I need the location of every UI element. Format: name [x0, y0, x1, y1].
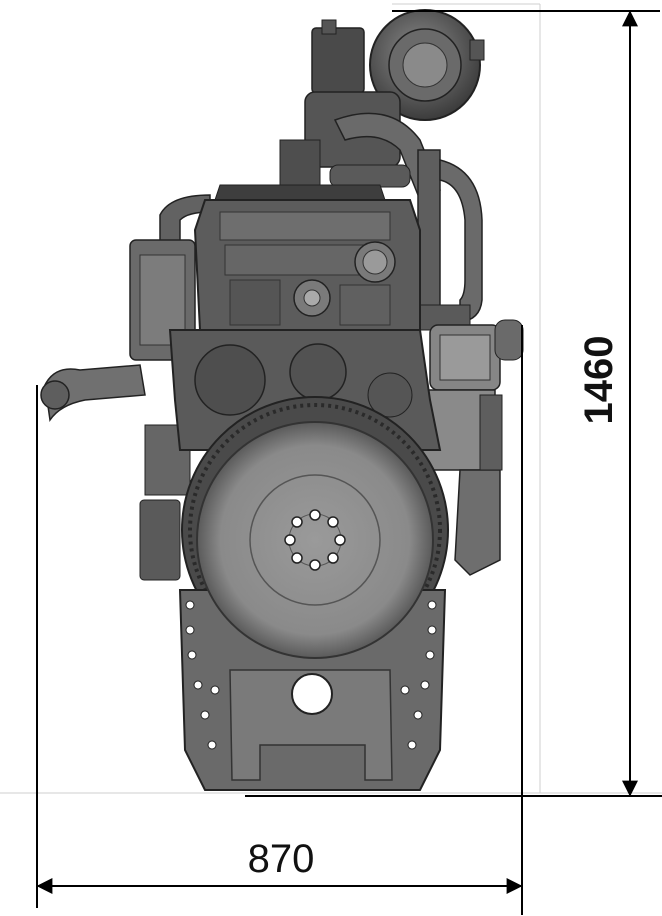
- left-components: [40, 239, 196, 581]
- engine-illustration: [40, 9, 524, 791]
- width-dimension-label: 870: [248, 837, 315, 881]
- width-dimension: 870: [36, 325, 523, 915]
- height-dimension: 1460: [245, 10, 662, 797]
- drawing-frame: [0, 3, 662, 794]
- turbocharger: [279, 9, 485, 202]
- cylinder-head: [193, 199, 421, 331]
- flywheel-bolt-holes: [284, 509, 346, 571]
- height-dimension-label: 1460: [577, 336, 621, 425]
- flywheel: [196, 421, 434, 659]
